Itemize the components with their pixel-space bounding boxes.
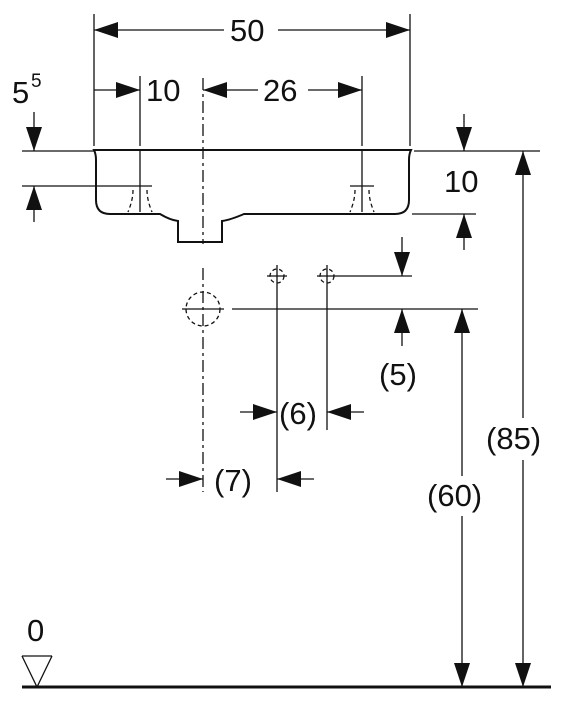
drain-height-label: (60)	[427, 478, 482, 513]
basin-height-label: 10	[444, 164, 478, 199]
rim-height-label: (85)	[486, 421, 541, 456]
supply-offset-dimension	[394, 237, 410, 346]
supply-spacing-dimension	[240, 404, 364, 420]
left-edge-to-tap-label: 10	[146, 73, 180, 108]
rim-offset-label: 5	[12, 75, 29, 110]
basin-height-dimension	[412, 114, 540, 250]
tap-position-dimensions	[94, 76, 363, 146]
hot-supply-connection	[317, 265, 412, 430]
drain-to-supply-dimension	[166, 471, 314, 487]
drain-to-supply-label: (7)	[214, 463, 252, 498]
drain-connection	[182, 268, 478, 492]
overall-width-label: 50	[230, 13, 264, 48]
floor-level-label: 0	[27, 613, 44, 648]
supply-offset-label: (5)	[379, 357, 417, 392]
cold-supply-connection	[267, 265, 287, 492]
left-tap-hole	[127, 151, 153, 213]
rim-offset-superscript: 5	[31, 71, 42, 92]
supply-spacing-label: (6)	[279, 396, 317, 431]
level-marker-icon	[21, 655, 53, 689]
right-tap-hole	[349, 151, 375, 213]
rim-height-dimension	[515, 151, 531, 687]
drain-height-dimension	[454, 309, 470, 687]
basin-outline	[92, 149, 413, 243]
rim-offset-dimension	[22, 112, 128, 222]
overall-width-dimension	[93, 14, 411, 146]
center-to-tap-label: 26	[263, 73, 297, 108]
